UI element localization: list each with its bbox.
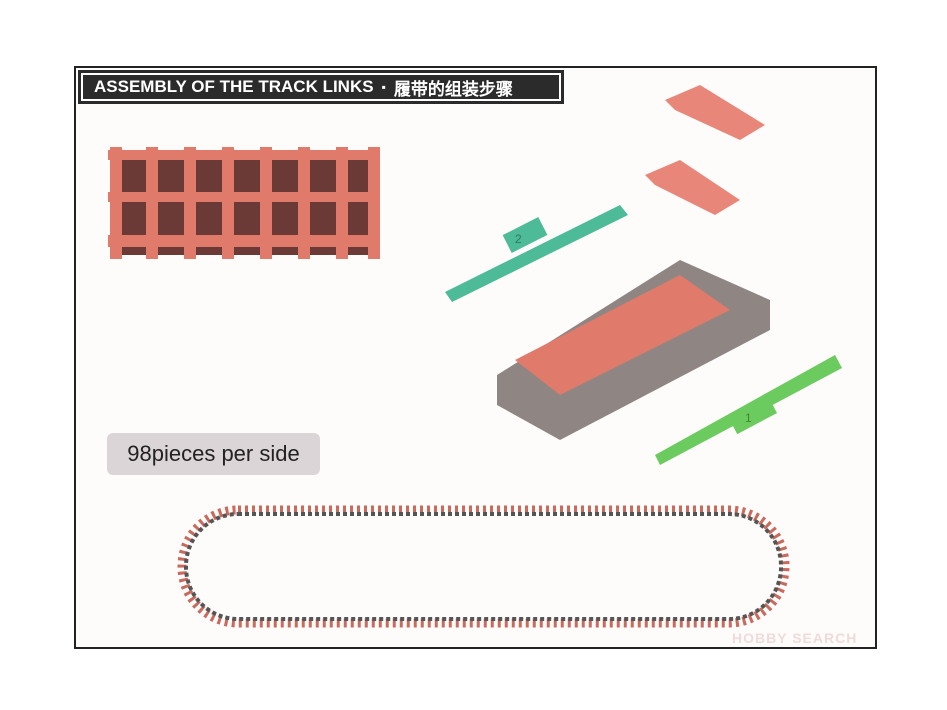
title-chinese: 履带的组装步骤 <box>393 79 513 99</box>
pieces-per-side-label: 98pieces per side <box>107 433 320 475</box>
section-header: ASSEMBLY OF THE TRACK LINKS ▪ 履带的组装步骤 <box>78 70 564 104</box>
assembly-jig <box>497 260 770 440</box>
sprue-number: 2 <box>515 232 522 246</box>
assembled-track-section <box>108 147 380 259</box>
watermark: HOBBY SEARCH <box>732 630 858 646</box>
complete-track-loop <box>177 505 790 628</box>
title-separator: ▪ <box>381 80 386 94</box>
sprue-1: 1 <box>655 355 842 465</box>
sprue-2: 2 <box>445 205 628 302</box>
title-english: ASSEMBLY OF THE TRACK LINKS <box>94 77 374 96</box>
track-link-parts <box>645 85 765 215</box>
sprue-number: 1 <box>745 411 752 425</box>
